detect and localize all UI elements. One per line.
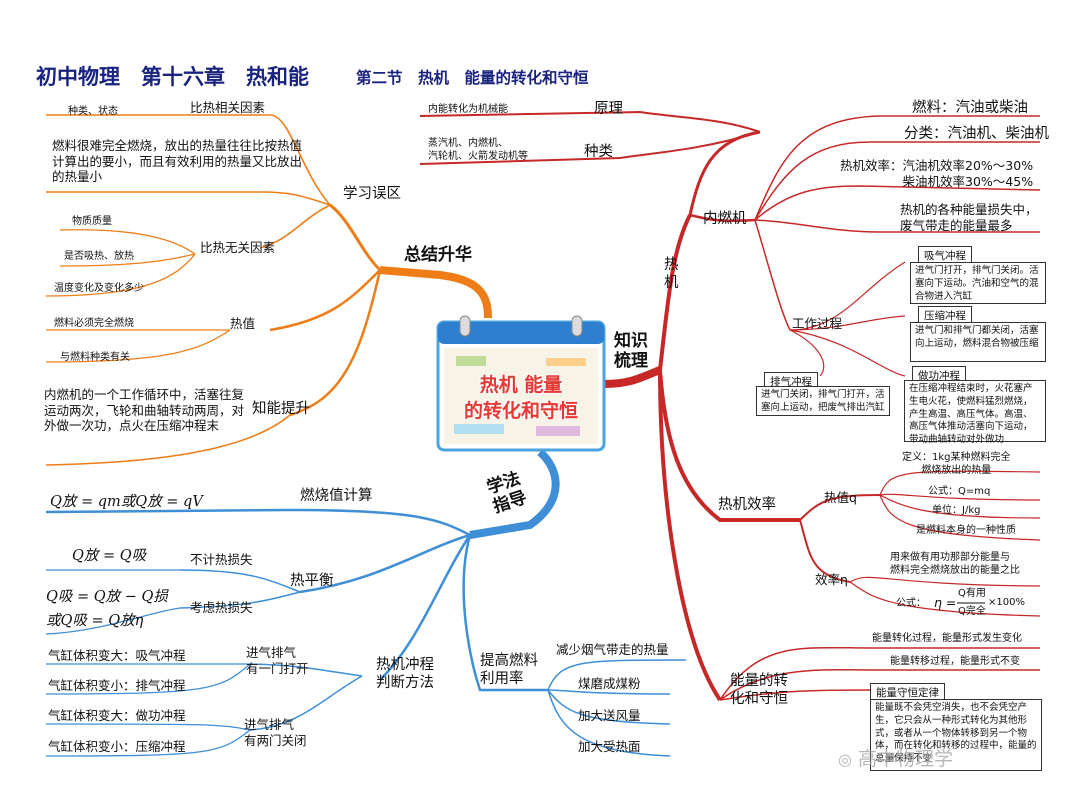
page-subtitle: 第二节 热机 能量的转化和守恒 bbox=[356, 69, 589, 88]
no-loss-formula: Q放 = Q吸 bbox=[72, 547, 146, 565]
judge-item: 气缸体积变小：压缩冲程 bbox=[48, 739, 186, 755]
mistakes-label: 学习误区 bbox=[343, 185, 401, 203]
energy-conversion: 能量转化过程，能量形式发生变化 bbox=[872, 633, 1022, 646]
branch-summary: 总结升华 bbox=[404, 246, 472, 266]
eta-formula-label: 公式： bbox=[896, 598, 926, 611]
heat-value-item: 与燃料种类有关 bbox=[60, 352, 130, 365]
two-closed-label: 进气排气 有两门关闭 bbox=[244, 717, 307, 748]
ice-classify: 分类：汽油机、柴油机 bbox=[904, 125, 1049, 143]
stroke-intake-text: 进气门打开，排气门关闭。活塞向下运动。汽油和空气的混合物进入汽缸 bbox=[910, 262, 1046, 304]
improve-item: 加大受热面 bbox=[578, 739, 641, 755]
principle-label: 原理 bbox=[594, 100, 623, 118]
branch-knowledge: 知识 梳理 bbox=[614, 332, 648, 371]
unrelated-item: 温度变化及变化多少 bbox=[54, 283, 144, 296]
eta-label: 效率η bbox=[815, 572, 848, 588]
watermark-text: 高中物理学 bbox=[858, 748, 953, 770]
heat-value-unit: 单位：J/kg bbox=[932, 505, 980, 518]
wechat-icon: ◎ bbox=[838, 750, 852, 769]
types-label: 种类 bbox=[584, 143, 613, 161]
eta-definition: 用来做有用功那部分能量与 燃料完全燃烧放出的能量之比 bbox=[890, 552, 1020, 577]
heat-value-item: 燃料必须完全燃烧 bbox=[54, 318, 134, 331]
ice-label: 内燃机 bbox=[703, 210, 747, 228]
process-label: 工作过程 bbox=[792, 316, 842, 332]
eta-formula-denominator: Q完全 bbox=[958, 606, 986, 619]
judge-item: 气缸体积变小：排气冲程 bbox=[48, 678, 186, 694]
improve-label: 提高燃料 利用率 bbox=[480, 652, 538, 688]
page-title: 初中物理 第十六章 热和能 bbox=[36, 64, 309, 90]
with-loss-formula-alt: 或Q吸 = Q放η bbox=[46, 612, 143, 630]
related-factors-item: 种类、状态 bbox=[68, 106, 118, 119]
unrelated-factors-label: 比热无关因素 bbox=[200, 240, 275, 256]
heat-value-property: 是燃料本身的一种性质 bbox=[916, 525, 1016, 538]
improve-item: 加大送风量 bbox=[578, 708, 641, 724]
stroke-power-text: 在压缩冲程结束时，火花塞产生电火花，使燃料猛烈燃烧，产生高温、高压气体。高温、高… bbox=[904, 380, 1046, 442]
heat-engine-label: 热 机 bbox=[664, 256, 679, 292]
ice-loss: 热机的各种能量损失中， 废气带走的能量最多 bbox=[900, 202, 1038, 233]
ice-efficiency: 热机效率：汽油机效率20%～30% 柴油机效率30%～45% bbox=[840, 158, 1033, 189]
eta-formula-rhs: ×100% bbox=[988, 597, 1025, 610]
stroke-judge-label: 热机冲程 判断方法 bbox=[376, 656, 434, 692]
combustion-label: 燃烧值计算 bbox=[300, 487, 373, 505]
with-loss-label: 考虑热损失 bbox=[190, 600, 253, 616]
center-calendar: 热机 能量 的转化和守恒 bbox=[436, 314, 606, 452]
center-title-line2: 的转化和守恒 bbox=[436, 396, 606, 423]
improve-item: 减少烟气带走的热量 bbox=[556, 642, 669, 658]
energy-transfer: 能量转移过程，能量形式不变 bbox=[890, 656, 1020, 669]
unrelated-item: 是否吸热、放热 bbox=[64, 251, 134, 264]
heat-value-label: 热值q bbox=[824, 490, 857, 506]
energy-label: 能量的转 化和守恒 bbox=[730, 672, 788, 708]
upgrade-text: 内燃机的一个工作循环中，活塞往复运动两次，飞轮和曲轴转动两周，对外做一次功，点火… bbox=[44, 387, 244, 434]
eta-formula-numerator: Q有用 bbox=[958, 588, 986, 601]
judge-item: 气缸体积变大：做功冲程 bbox=[48, 708, 186, 724]
heat-value-summary-label: 热值 bbox=[230, 316, 255, 332]
one-open-label: 进气排气 有一门打开 bbox=[246, 645, 309, 676]
no-loss-label: 不计热损失 bbox=[190, 552, 253, 568]
with-loss-formula: Q吸 = Q放 − Q损 bbox=[46, 588, 168, 606]
watermark: ◎ 高中物理学 bbox=[838, 744, 953, 771]
related-factors-label: 比热相关因素 bbox=[190, 100, 265, 116]
heat-value-definition: 定义：1kg某种燃料完全 燃烧放出的热量 bbox=[902, 452, 1011, 477]
judge-item: 气缸体积变大：吸气冲程 bbox=[48, 648, 186, 664]
stroke-exhaust-text: 进气门关闭，排气门打开，活塞向上运动，把废气排出汽缸 bbox=[756, 386, 890, 416]
heat-value-formula: 公式：Q=mq bbox=[928, 486, 990, 499]
upgrade-label: 知能提升 bbox=[252, 400, 310, 418]
principle-detail: 内能转化为机械能 bbox=[428, 104, 508, 117]
center-title-line1: 热机 能量 bbox=[436, 370, 606, 397]
improve-item: 煤磨成煤粉 bbox=[578, 676, 641, 692]
balance-label: 热平衡 bbox=[290, 572, 334, 590]
types-detail: 蒸汽机、内燃机、 汽轮机、火箭发动机等 bbox=[428, 138, 528, 163]
fuel-note: 燃料很难完全燃烧，放出的热量往往比按热值计算出的要小，而且有效利用的热量又比放出… bbox=[52, 138, 302, 185]
combustion-formula: Q放 = qm或Q放 = qV bbox=[50, 493, 203, 511]
ice-fuel: 燃料：汽油或柴油 bbox=[912, 99, 1028, 117]
stroke-compression-text: 进气门和排气门都关闭，活塞向上运动，燃料混合物被压缩 bbox=[910, 322, 1046, 362]
unrelated-item: 物质质量 bbox=[72, 216, 112, 229]
efficiency-label: 热机效率 bbox=[718, 496, 776, 514]
eta-formula-lhs: η = bbox=[934, 595, 956, 611]
